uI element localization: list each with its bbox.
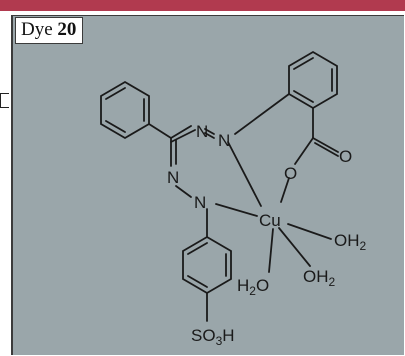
- phenyl-ring: [100, 80, 150, 140]
- water-right: OH2: [334, 231, 367, 253]
- sulfonic-acid-group: SO3H: [191, 326, 235, 348]
- benzoate-ring: [288, 50, 338, 110]
- dye-label-number: 20: [57, 19, 77, 40]
- atom-n4: N: [194, 193, 206, 212]
- formazan-bonds: [148, 93, 290, 322]
- header-strip-gap: [0, 11, 405, 15]
- header-color-strip: [0, 0, 405, 11]
- structure-panel: Dye 20: [11, 15, 404, 355]
- coordination-bonds: [215, 141, 332, 273]
- atom-n1: N: [196, 122, 208, 141]
- water-lower: H2O: [237, 276, 269, 298]
- side-checkbox-fragment: [0, 93, 9, 108]
- atom-n3: N: [167, 168, 179, 187]
- carboxylate-bonds: [294, 107, 339, 165]
- atom-o-carbonyl: O: [339, 147, 352, 166]
- chemical-structure-drawing: N N N N O O Cu OH2 OH2 H2O SO3H: [100, 50, 367, 348]
- water-lower-right: OH2: [303, 267, 336, 289]
- atom-copper: Cu: [259, 211, 281, 230]
- atom-n2: N: [218, 131, 230, 150]
- dye-label: Dye 20: [15, 17, 84, 44]
- sulfophenyl-ring: [182, 235, 232, 295]
- atom-labels: N N N N O O Cu OH2 OH2 H2O SO3H: [167, 122, 367, 348]
- atom-o-ester: O: [284, 164, 297, 183]
- dye-label-prefix: Dye: [21, 19, 58, 40]
